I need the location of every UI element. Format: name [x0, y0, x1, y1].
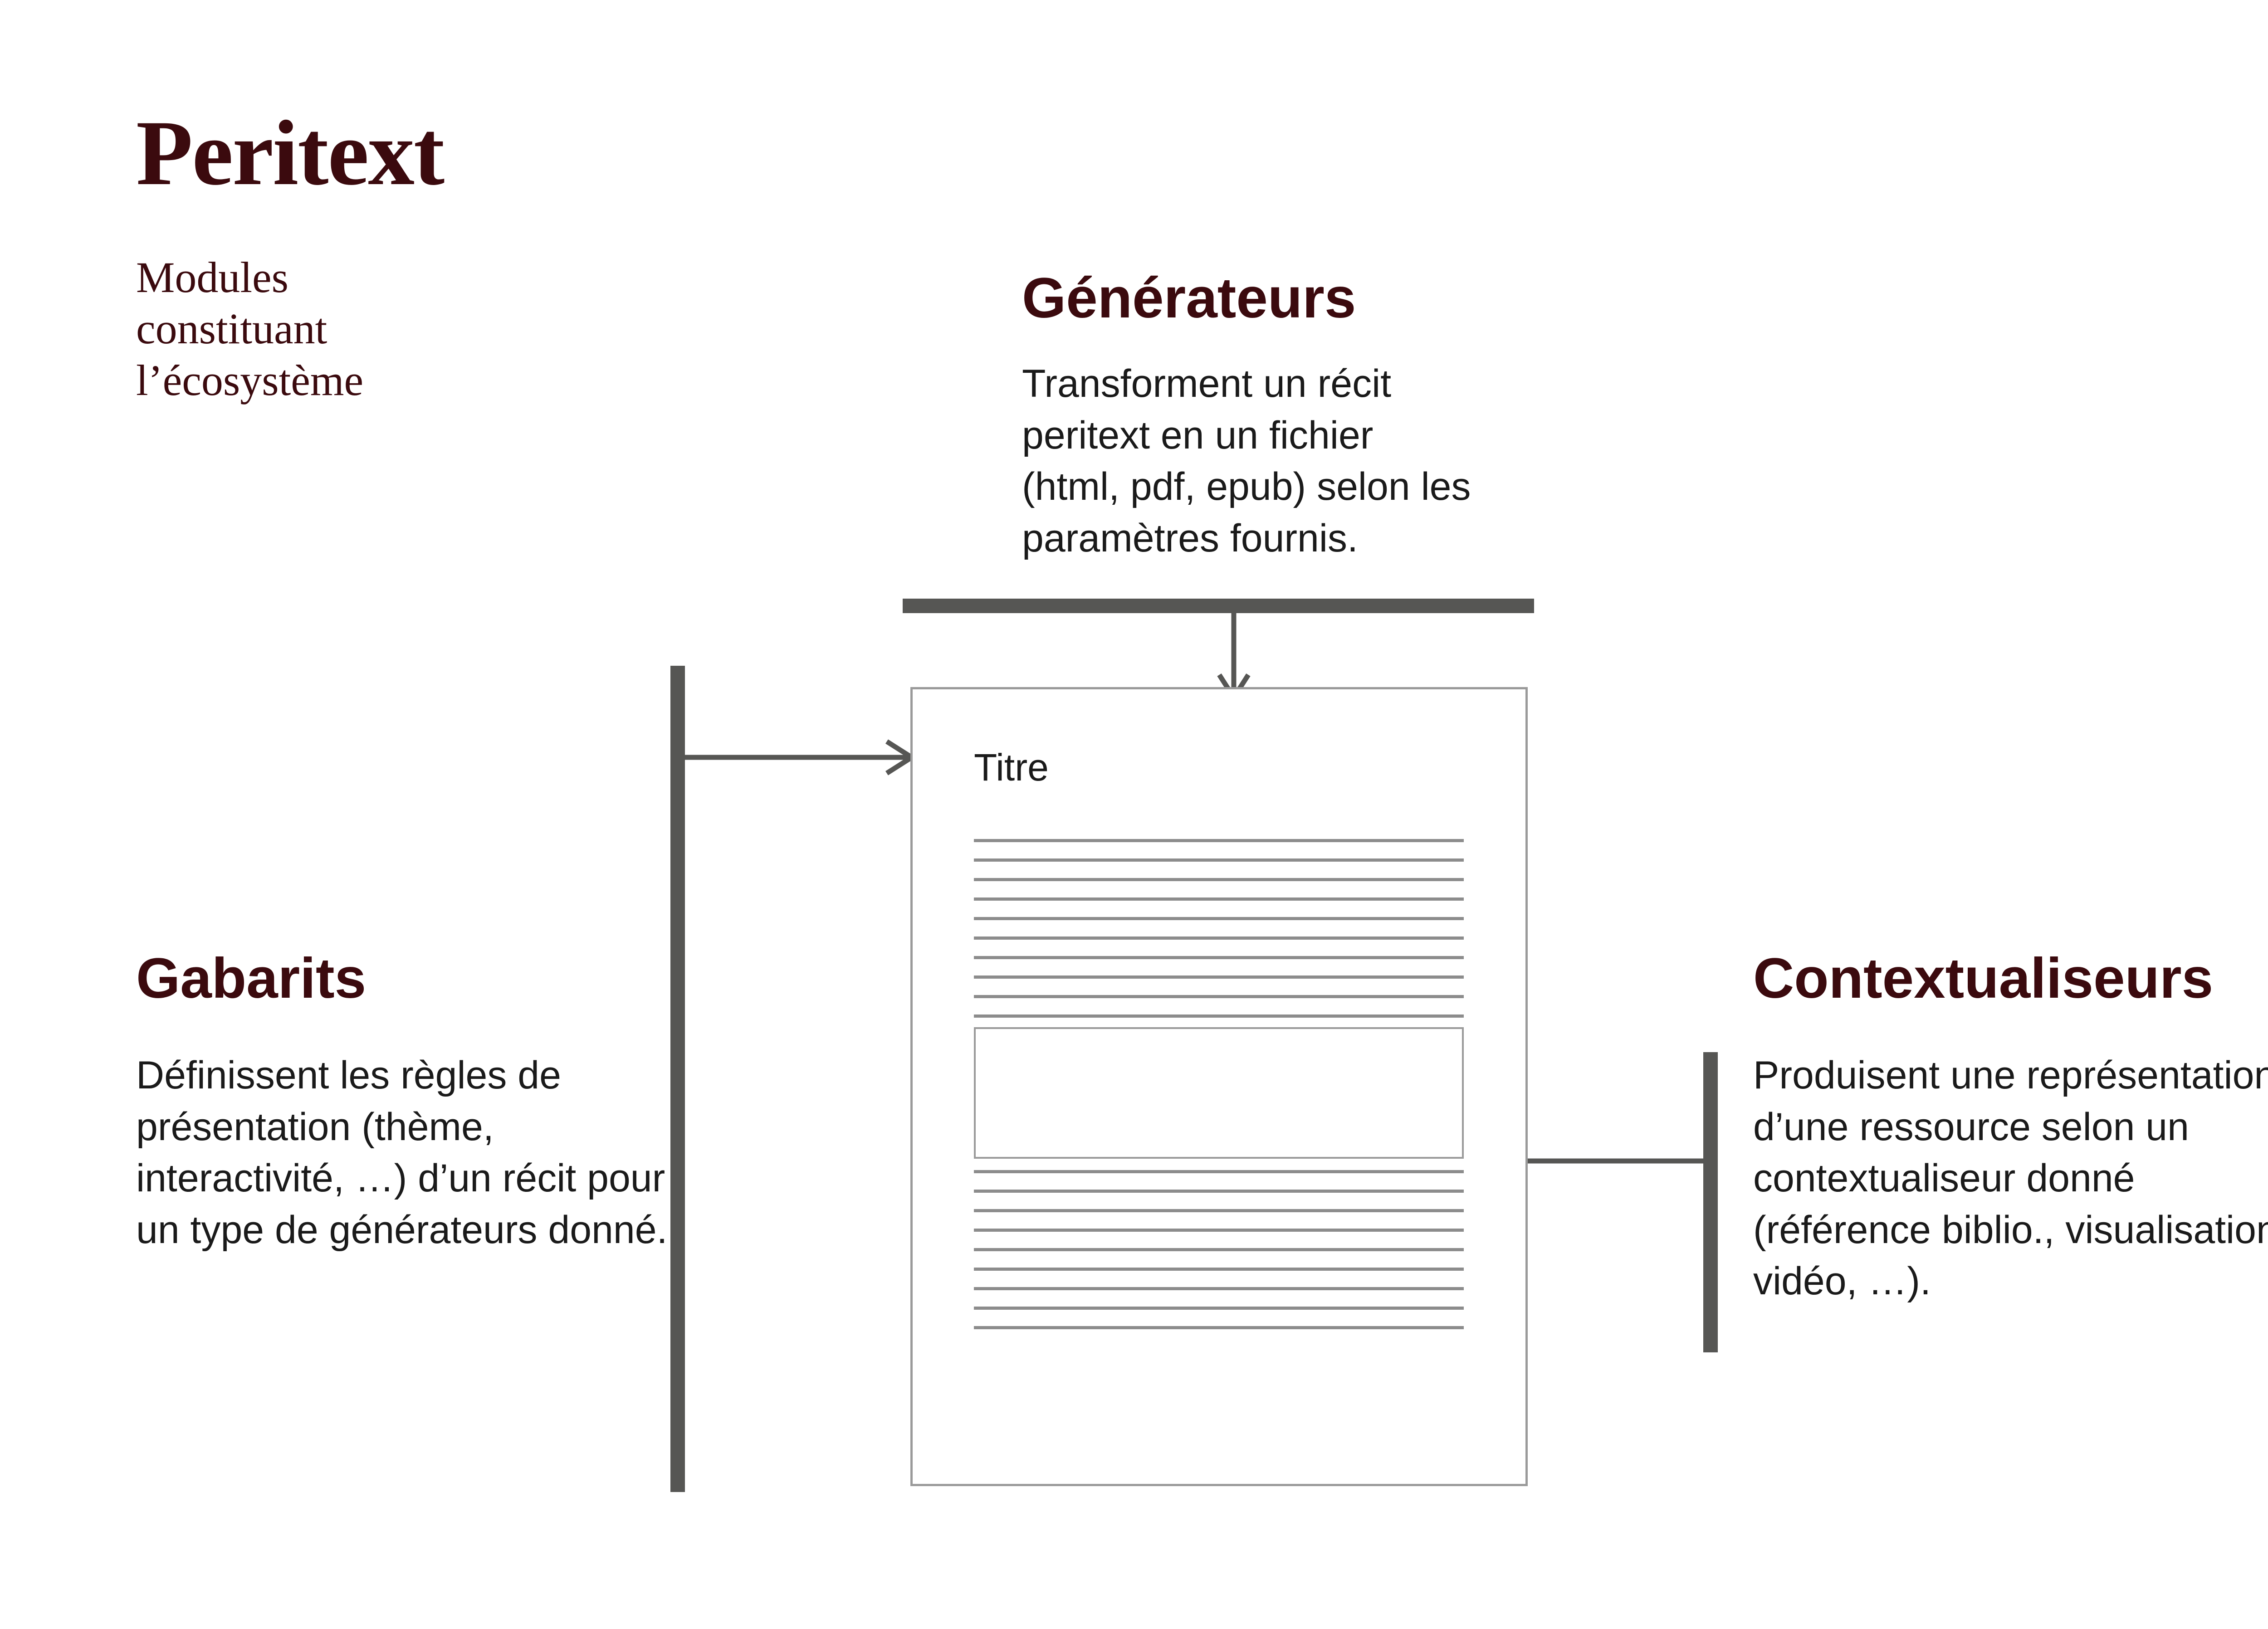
module-heading-contextualiseurs: Contextualiseurs [1753, 947, 2214, 1010]
document-text-line [974, 956, 1464, 959]
page-title: Peritext [136, 102, 445, 205]
connector-arrow-gabarits-right [683, 739, 917, 775]
module-body-gabarits: Définissent les règles de présentation (… [136, 1053, 668, 1252]
document-title-label: Titre [974, 746, 1049, 789]
document-text-line [974, 1268, 1464, 1271]
connector-bar-contextualiseurs [1703, 1052, 1718, 1352]
document-text-line [974, 917, 1464, 920]
document-text-line [974, 1287, 1464, 1290]
document-paragraph-block-top [974, 839, 1464, 1053]
document-page-mock: Titre [910, 687, 1528, 1486]
document-text-line [974, 995, 1464, 998]
document-text-line [974, 858, 1464, 862]
document-paragraph-block-bottom [974, 1170, 1464, 1346]
module-body-contextualiseurs: Produisent une représentation d’une ress… [1753, 1053, 2268, 1303]
module-body-generateurs: Transforment un récit peritext en un fic… [1022, 362, 1471, 560]
page-subtitle: Modules constituant l’écosystème [136, 253, 364, 405]
document-embedded-resource-block [974, 1027, 1464, 1159]
document-text-line [974, 1209, 1464, 1212]
document-text-line [974, 897, 1464, 901]
connector-bar-gabarits [670, 666, 685, 1492]
document-text-line [974, 1229, 1464, 1232]
connector-bar-generateurs [903, 599, 1534, 613]
document-text-line [974, 1326, 1464, 1329]
document-text-line [974, 936, 1464, 940]
document-text-line [974, 839, 1464, 842]
module-heading-gabarits: Gabarits [136, 947, 367, 1010]
document-text-line [974, 1248, 1464, 1251]
document-text-line [974, 1170, 1464, 1173]
document-text-line [974, 1307, 1464, 1310]
document-text-line [974, 1014, 1464, 1018]
document-text-line [974, 975, 1464, 979]
module-heading-generateurs: Générateurs [1022, 267, 1356, 330]
document-text-line [974, 1190, 1464, 1193]
document-text-line [974, 878, 1464, 881]
